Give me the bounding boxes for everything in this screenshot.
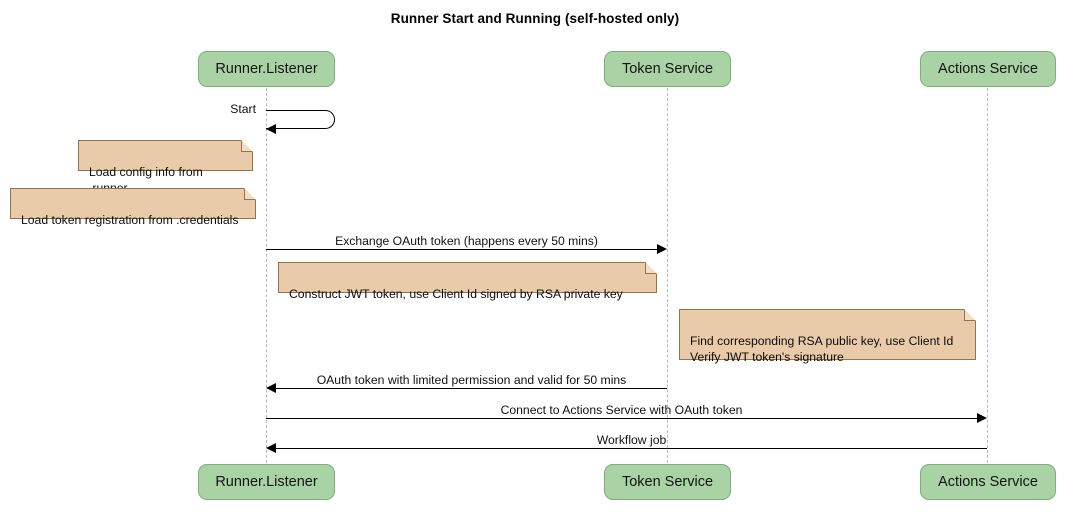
message-label-workflow-job: Workflow job (596, 433, 667, 447)
message-line-exchange-oauth-token (266, 249, 657, 250)
participant-runner-listener-bottom[interactable]: Runner.Listener (198, 464, 335, 500)
message-line-oauth-token-response (276, 388, 667, 389)
message-label-oauth-token-response: OAuth token with limited permission and … (316, 373, 627, 387)
note-construct-jwt: Construct JWT token, use Client Id signe… (278, 262, 657, 301)
arrow-head-workflow-job (266, 443, 276, 453)
message-label-exchange-oauth-token: Exchange OAuth token (happens every 50 m… (335, 234, 598, 248)
note-text: Find corresponding RSA public key, use C… (690, 334, 954, 364)
message-line-workflow-job (276, 448, 987, 449)
note-load-config: Load config info from .runner (78, 140, 253, 195)
participant-label: Actions Service (938, 474, 1038, 490)
note-text: Load token registration from .credential… (21, 213, 239, 227)
lifeline-actions (987, 88, 988, 463)
arrow-head-exchange-oauth-token (657, 244, 667, 254)
participant-actions-service-bottom[interactable]: Actions Service (920, 464, 1056, 500)
participant-label: Runner.Listener (215, 61, 318, 77)
lifeline-token (667, 88, 668, 463)
arrow-head-connect-actions-service (977, 413, 987, 423)
note-text: Construct JWT token, use Client Id signe… (289, 287, 623, 301)
self-message-start-loop (266, 110, 335, 129)
arrow-head-start (266, 124, 276, 134)
participant-actions-service-top[interactable]: Actions Service (920, 51, 1056, 87)
message-line-connect-actions-service (266, 418, 977, 419)
participant-runner-listener-top[interactable]: Runner.Listener (198, 51, 335, 87)
participant-label: Actions Service (938, 61, 1038, 77)
note-verify-jwt: Find corresponding RSA public key, use C… (679, 309, 976, 364)
participant-label: Token Service (621, 61, 714, 77)
participant-label: Runner.Listener (215, 474, 318, 490)
participant-token-service-top[interactable]: Token Service (604, 51, 731, 87)
participant-token-service-bottom[interactable]: Token Service (604, 464, 731, 500)
note-load-token-registration: Load token registration from .credential… (10, 188, 256, 227)
message-label-start: Start (230, 102, 256, 116)
arrow-head-oauth-token-response (266, 383, 276, 393)
message-label-connect-actions-service: Connect to Actions Service with OAuth to… (500, 403, 743, 417)
participant-label: Token Service (621, 474, 714, 490)
page-title: Runner Start and Running (self-hosted on… (390, 11, 680, 26)
lifeline-runner (266, 88, 267, 463)
